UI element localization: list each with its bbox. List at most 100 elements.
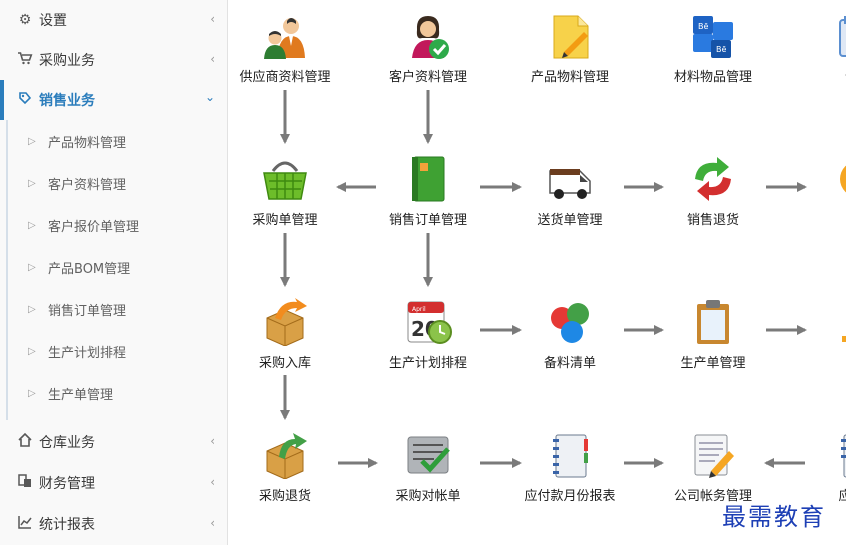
- finance-icon: [15, 473, 35, 493]
- caret-icon: ▷: [28, 177, 36, 189]
- document-icon: [553, 15, 589, 59]
- sidebar: ⚙ 设置 ‹ 采购业务 ‹ 销售业务 ⌄ ▷产品物料管理 ▷客户资料管理 ▷客户…: [0, 0, 228, 545]
- node-label: 采购对帐单: [395, 489, 461, 504]
- submenu-label: 销售订单管理: [48, 303, 127, 319]
- node-production-schedule[interactable]: April 20 生产计划排程: [363, 292, 493, 371]
- watermark: 最需教育: [722, 503, 826, 531]
- clipboard-icon: [697, 300, 729, 344]
- node-purchase-statement[interactable]: 采购对帐单: [363, 425, 493, 504]
- box-inbound-icon: [266, 298, 307, 346]
- node-supplier[interactable]: 供应商资料管理: [228, 6, 350, 85]
- notebook-icon: [412, 156, 445, 202]
- node-materials[interactable]: Bē Bē 材料物品管理: [648, 6, 778, 85]
- node-bom-list[interactable]: 备料清单: [505, 292, 635, 371]
- users-icon: [264, 18, 305, 59]
- node-label: 客户资料管理: [388, 70, 467, 85]
- node-label: 备料清单: [543, 356, 596, 371]
- chart-icon: [15, 514, 35, 534]
- node-payables-report[interactable]: 应付款月份报表: [505, 425, 635, 504]
- node-customer[interactable]: 客户资料管理: [363, 6, 493, 85]
- node-delivery[interactable]: 送货单管理: [505, 149, 635, 228]
- caret-icon: ▷: [28, 261, 36, 273]
- node-label: 采购退货: [258, 489, 311, 504]
- submenu-item[interactable]: ▷产品物料管理: [0, 121, 227, 161]
- node-material-requisition[interactable]: 领: [793, 292, 846, 366]
- node-label: 生产单管理: [680, 356, 746, 371]
- sidebar-item-label: 仓库业务: [39, 435, 95, 451]
- submenu-label: 客户资料管理: [48, 177, 127, 193]
- node-production-order[interactable]: 生产单管理: [648, 292, 778, 371]
- node-label: 采购入库: [258, 356, 311, 371]
- edit-document-icon: [694, 434, 734, 478]
- chevron-left-icon: ‹: [210, 52, 215, 66]
- blocks-icon: Bē Bē: [693, 16, 733, 58]
- node-receivables[interactable]: 应收款: [793, 425, 846, 504]
- caret-icon: ▷: [28, 303, 36, 315]
- submenu-label: 产品物料管理: [48, 135, 127, 151]
- node-product[interactable]: 产品物料管理: [505, 6, 635, 85]
- node-sales-order[interactable]: 销售订单管理: [363, 149, 493, 228]
- sidebar-item-label: 设置: [39, 13, 67, 29]
- node-label: 供应商资料管理: [239, 70, 331, 85]
- svg-text:Bē: Bē: [698, 22, 708, 31]
- chevron-down-icon: ⌄: [204, 90, 215, 104]
- pie-chart-icon: [840, 165, 846, 193]
- sidebar-item-settings[interactable]: ⚙ 设置 ‹: [0, 0, 227, 40]
- caret-icon: ▷: [28, 387, 36, 399]
- submenu-label: 生产计划排程: [48, 345, 127, 361]
- node-label: 送货单管理: [537, 213, 603, 228]
- calendar-month: April: [412, 306, 426, 313]
- sidebar-item-purchasing[interactable]: 采购业务 ‹: [0, 40, 227, 80]
- submenu-item[interactable]: ▷生产计划排程: [0, 331, 227, 371]
- node-warehouse[interactable]: 仓库: [793, 6, 846, 85]
- caret-icon: ▷: [28, 219, 36, 231]
- home-icon: [15, 432, 35, 452]
- node-sales-return[interactable]: 销售退货: [648, 149, 778, 228]
- submenu-item[interactable]: ▷ 客户报价单管理: [0, 205, 227, 245]
- chevron-left-icon: ‹: [210, 12, 215, 26]
- node-label: 领: [793, 352, 846, 371]
- chevron-left-icon: ‹: [210, 475, 215, 489]
- submenu-item[interactable]: ▷产品BOM管理: [0, 247, 227, 287]
- checklist-icon: [407, 436, 450, 474]
- customer-icon: [412, 16, 449, 59]
- node-company-accounts[interactable]: 公司帐务管理: [648, 425, 778, 504]
- chevron-left-icon: ‹: [210, 434, 215, 448]
- box-return-icon: [266, 433, 307, 479]
- node-label: 对: [793, 209, 846, 228]
- sidebar-item-label: 采购业务: [39, 53, 95, 69]
- node-label: 材料物品管理: [673, 70, 752, 85]
- notepad-icon: [553, 434, 588, 478]
- submenu-item[interactable]: ▷ 客户资料管理: [0, 163, 227, 203]
- node-label: 产品物料管理: [530, 70, 609, 85]
- node-label: 采购单管理: [252, 213, 318, 228]
- submenu-item[interactable]: ▷生产单管理: [0, 373, 227, 413]
- node-reconcile[interactable]: 对: [793, 149, 846, 223]
- node-label: 应付款月份报表: [524, 489, 616, 504]
- submenu-label: 客户报价单管理: [48, 219, 140, 235]
- chevron-left-icon: ‹: [210, 516, 215, 530]
- workflow-panel: 供应商资料管理 客户资料管理 产品物料管理 Bē Bē 材料物品管理: [228, 0, 846, 545]
- color-circles-icon: [551, 303, 589, 343]
- requisition-icon: [842, 336, 846, 342]
- submenu-item[interactable]: ▷ 销售订单管理: [0, 289, 227, 329]
- return-arrows-icon: [695, 157, 731, 201]
- node-label: 生产计划排程: [388, 356, 467, 371]
- cart-icon: [15, 51, 35, 69]
- sidebar-item-warehouse[interactable]: 仓库业务 ‹: [0, 422, 227, 462]
- node-purchase-return[interactable]: 采购退货: [228, 425, 350, 504]
- active-indicator: [0, 80, 4, 120]
- node-purchase-inbound[interactable]: 采购入库: [228, 292, 350, 371]
- node-purchase-order[interactable]: 采购单管理: [228, 149, 350, 228]
- sidebar-item-label: 统计报表: [39, 517, 95, 533]
- sidebar-item-reports[interactable]: 统计报表 ‹: [0, 504, 227, 544]
- warehouse-icon: [839, 16, 846, 57]
- van-icon: [549, 169, 591, 199]
- sidebar-item-sales[interactable]: 销售业务 ⌄: [0, 80, 227, 120]
- sidebar-item-finance[interactable]: 财务管理 ‹: [0, 463, 227, 503]
- node-label: 仓库: [793, 66, 846, 85]
- node-label: 公司帐务管理: [673, 489, 752, 504]
- notepad-icon: [841, 434, 846, 478]
- node-label: 销售退货: [686, 213, 739, 228]
- sidebar-item-label: 财务管理: [39, 476, 95, 492]
